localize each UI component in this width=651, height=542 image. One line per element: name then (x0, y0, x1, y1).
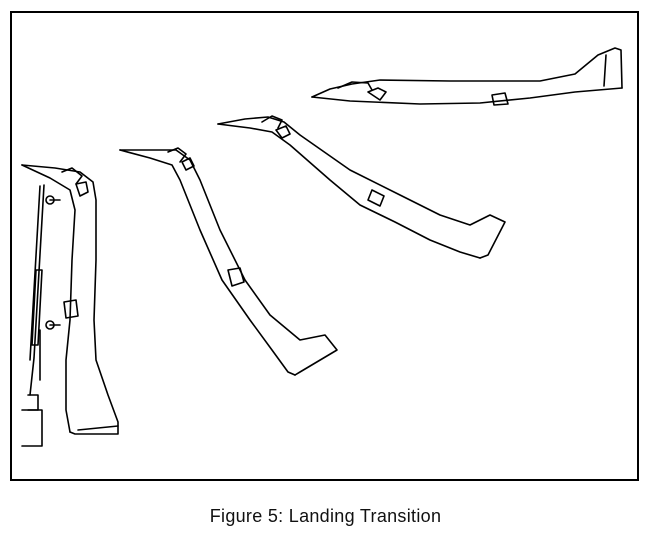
aircraft-steep (119, 147, 338, 376)
figure-frame (10, 11, 639, 481)
aircraft-diagonal (217, 115, 506, 259)
aircraft-vertical (21, 164, 119, 435)
aircraft-horizontal (311, 47, 623, 106)
launch-platform (21, 184, 45, 447)
landing-transition-figure (10, 11, 639, 481)
figure-caption: Figure 5: Landing Transition (209, 506, 442, 526)
